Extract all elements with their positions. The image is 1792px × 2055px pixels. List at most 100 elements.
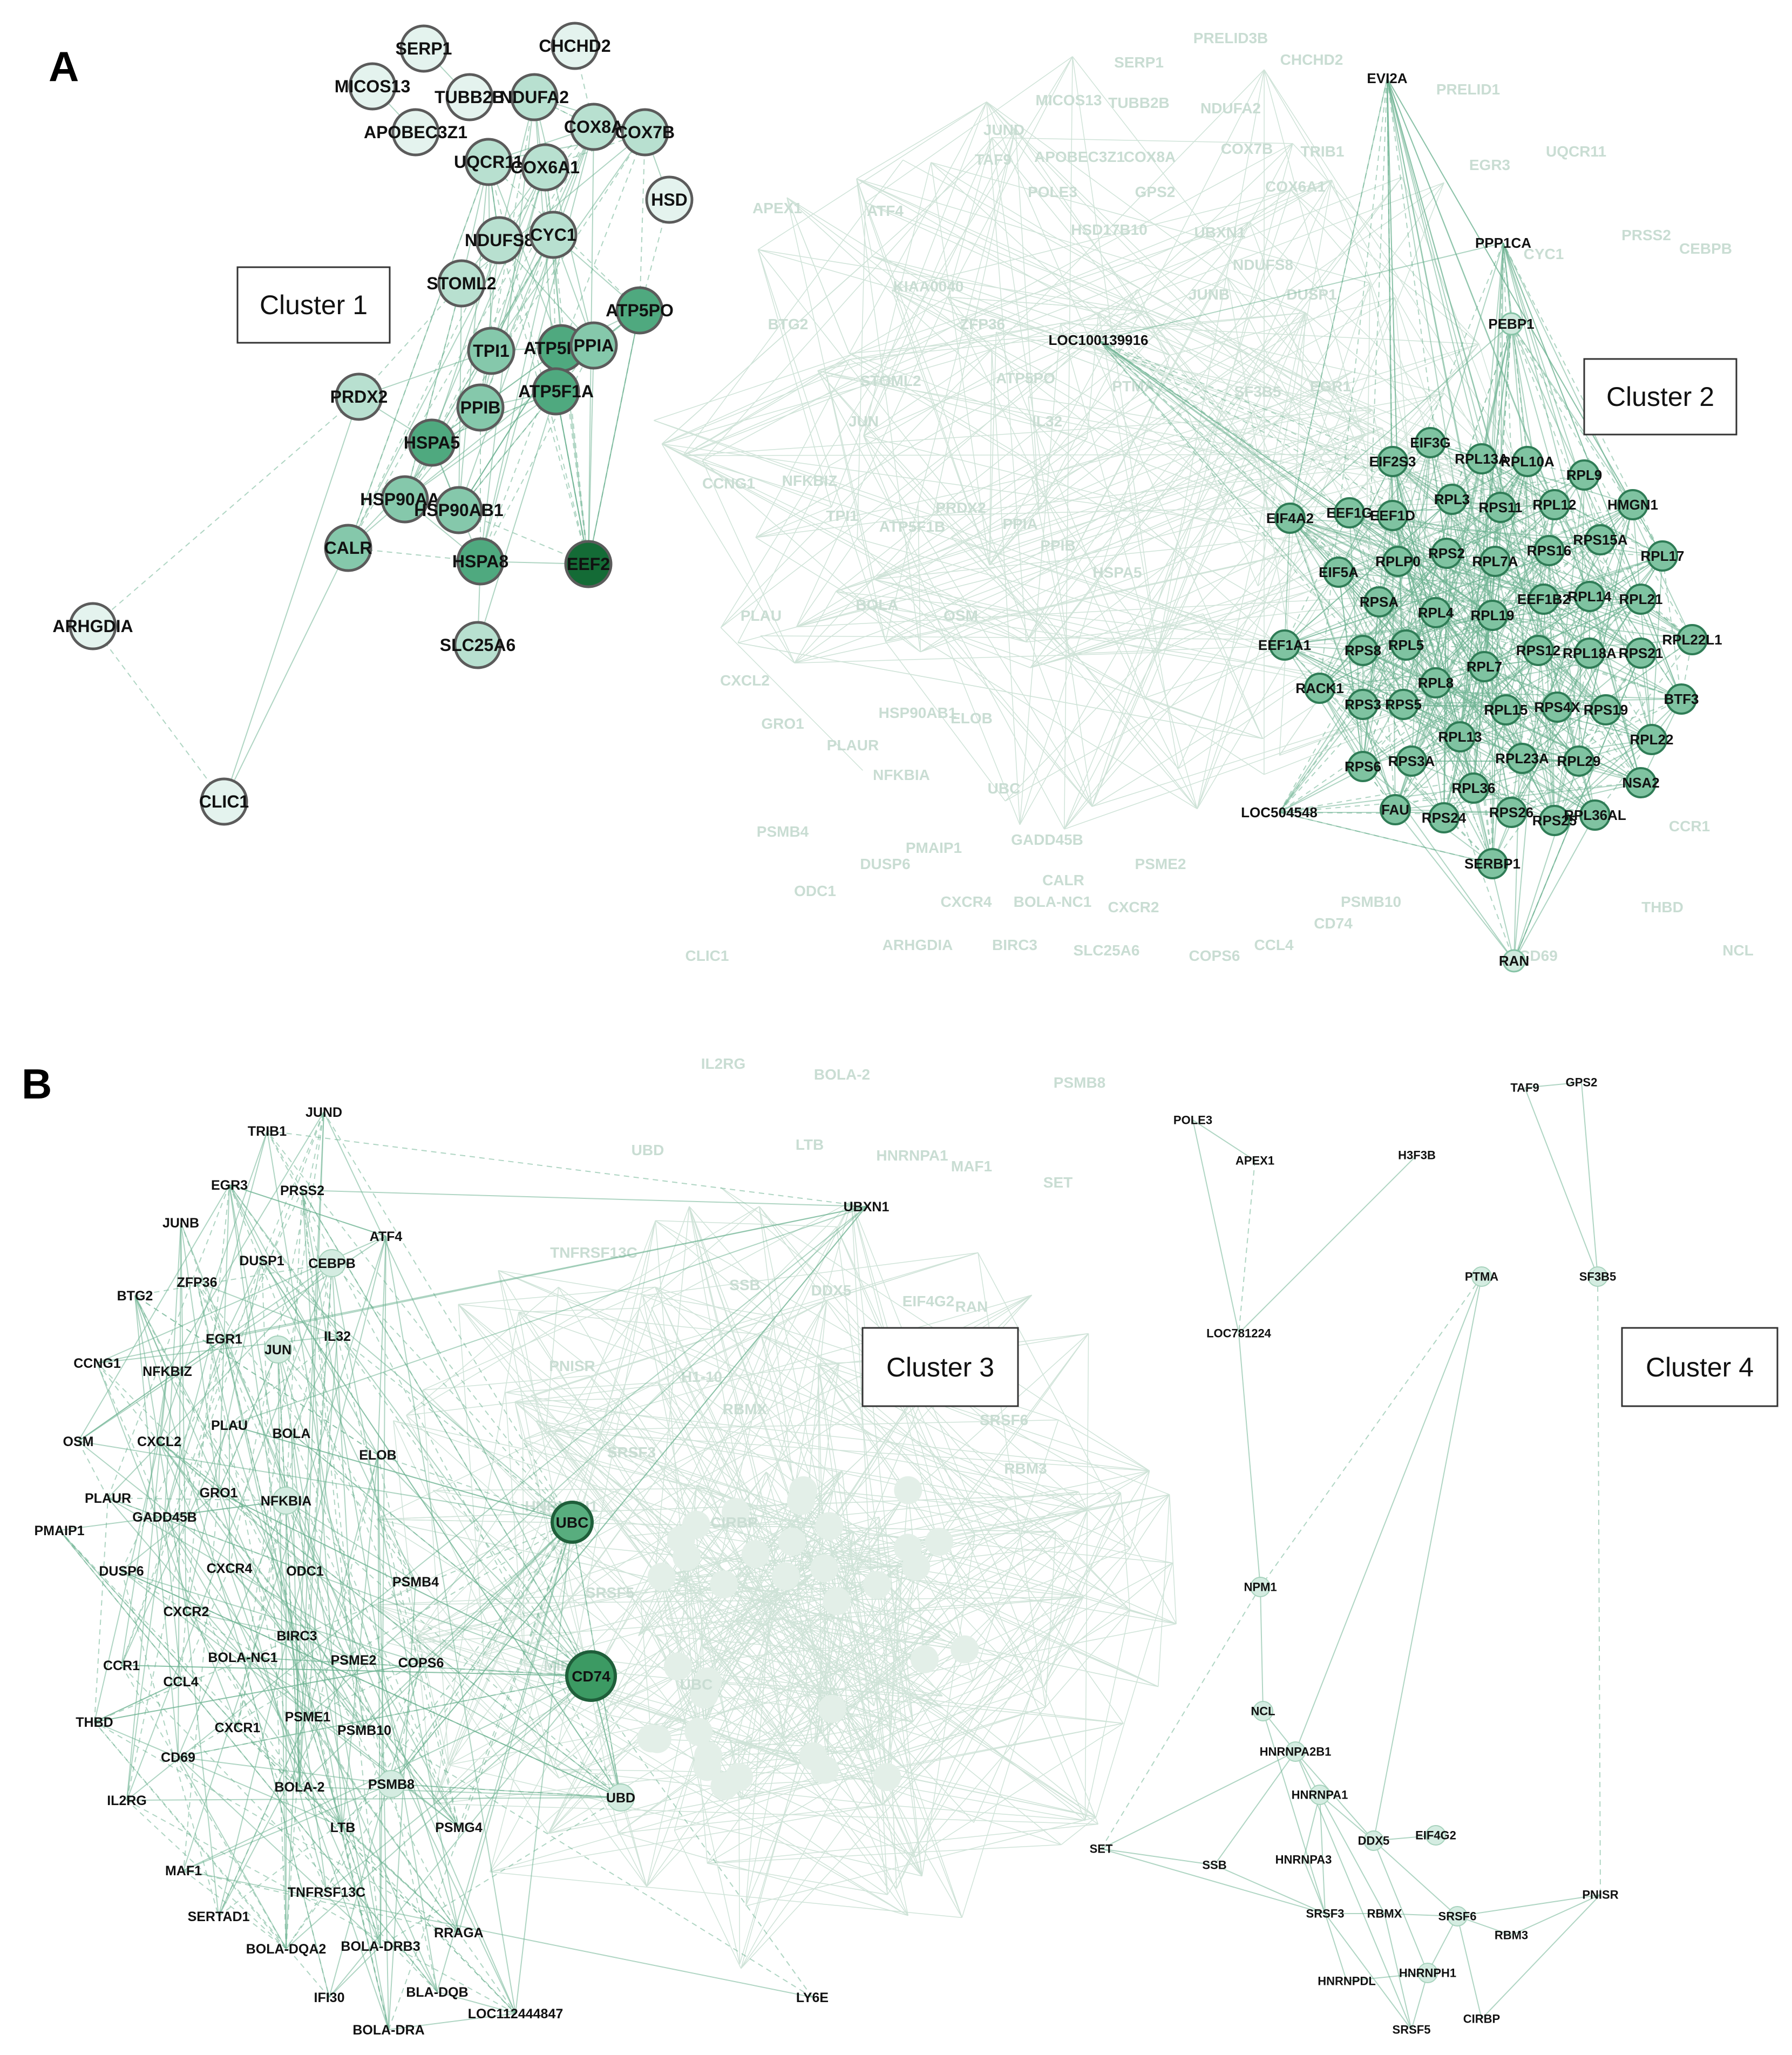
- node-arhgdia[interactable]: ARHGDIA: [52, 602, 133, 650]
- node-apex1[interactable]: APEX1: [1236, 1154, 1274, 1168]
- node-cebpb[interactable]: CEBPB: [308, 1249, 356, 1277]
- node-cxcl2[interactable]: CXCL2: [137, 1434, 181, 1449]
- node-ubxn1[interactable]: UBXN1: [844, 1199, 890, 1215]
- node-rpl23a[interactable]: RPL23A: [1495, 743, 1549, 774]
- node-serbp1[interactable]: SERBP1: [1464, 848, 1521, 879]
- node-ifi30[interactable]: IFI30: [314, 1990, 345, 2005]
- node-ccl4[interactable]: CCL4: [163, 1674, 198, 1690]
- node-ddx5[interactable]: DDX5: [1358, 1830, 1390, 1851]
- node-atf4[interactable]: ATF4: [370, 1229, 403, 1244]
- node-cops6[interactable]: COPS6: [398, 1656, 444, 1671]
- node-rack1[interactable]: RACK1: [1295, 673, 1344, 704]
- node-rplp0[interactable]: RPLP0: [1375, 546, 1421, 577]
- node-rpl36[interactable]: RPL36: [1452, 772, 1496, 804]
- node-osm[interactable]: OSM: [63, 1434, 94, 1449]
- node-ppib[interactable]: PPIB: [456, 383, 505, 432]
- node-rpl36al[interactable]: RPL36AL: [1564, 799, 1626, 831]
- node-bola-dra[interactable]: BOLA-DRA: [352, 2023, 424, 2038]
- node-h3f3b[interactable]: H3F3B: [1398, 1149, 1436, 1162]
- node-srsf3[interactable]: SRSF3: [1306, 1907, 1345, 1921]
- node-srsf5[interactable]: SRSF5: [1393, 2023, 1431, 2037]
- node-hnrnpa1[interactable]: HNRNPA1: [1292, 1785, 1348, 1805]
- node-pmaip1[interactable]: PMAIP1: [34, 1523, 84, 1538]
- node-sf3b5[interactable]: SF3B5: [1579, 1266, 1616, 1287]
- node-junb[interactable]: JUNB: [162, 1216, 199, 1231]
- node-clic1[interactable]: CLIC1: [199, 777, 249, 826]
- node-il32[interactable]: IL32: [324, 1329, 351, 1344]
- node-bola-2[interactable]: BOLA-2: [274, 1780, 324, 1795]
- node-plaur[interactable]: PLAUR: [85, 1491, 131, 1506]
- node-rpl29[interactable]: RPL29: [1557, 745, 1601, 777]
- node-cox7b[interactable]: COX7B: [615, 108, 675, 157]
- node-cyc1[interactable]: CYC1: [529, 211, 578, 259]
- node-btf3[interactable]: BTF3: [1664, 683, 1699, 715]
- node-psme1[interactable]: PSME1: [285, 1710, 331, 1725]
- node-hspa8[interactable]: HSPA8: [452, 537, 508, 586]
- node-eef1g[interactable]: EEF1G: [1326, 497, 1373, 528]
- node-trib1[interactable]: TRIB1: [248, 1124, 287, 1139]
- node-npm1[interactable]: NPM1: [1244, 1577, 1277, 1597]
- node-eef1a1[interactable]: EEF1A1: [1258, 629, 1311, 661]
- node-eif4a2[interactable]: EIF4A2: [1266, 503, 1314, 534]
- node-loc781224[interactable]: LOC781224: [1206, 1327, 1272, 1340]
- node-hnrnph1[interactable]: HNRNPH1: [1399, 1963, 1456, 1983]
- node-ncl[interactable]: NCL: [1251, 1701, 1275, 1721]
- node-rpl22l1[interactable]: RPL22L1: [1662, 624, 1722, 655]
- node-prss2[interactable]: PRSS2: [280, 1183, 324, 1198]
- node-ppp1ca[interactable]: PPP1CA: [1475, 235, 1531, 251]
- node-rpsa[interactable]: RPSA: [1360, 586, 1399, 618]
- node-rpl18a[interactable]: RPL18A: [1563, 637, 1617, 669]
- node-hnrnpdl[interactable]: HNRNPDL: [1318, 1975, 1376, 1988]
- node-rps21[interactable]: RPS21: [1619, 637, 1663, 669]
- node-tpi1[interactable]: TPI1: [467, 327, 515, 375]
- node-pebp1[interactable]: PEBP1: [1488, 312, 1535, 336]
- node-ptma[interactable]: PTMA: [1465, 1266, 1498, 1287]
- node-loc100139916[interactable]: LOC100139916: [1048, 332, 1148, 348]
- node-maf1[interactable]: MAF1: [165, 1863, 202, 1878]
- node-cirbp[interactable]: CIRBP: [1463, 2012, 1500, 2026]
- node-srsf6[interactable]: SRSF6: [1438, 1906, 1477, 1927]
- node-rpl3[interactable]: RPL3: [1434, 484, 1470, 515]
- node-rps24[interactable]: RPS24: [1422, 802, 1467, 833]
- node-eef1b2[interactable]: EEF1B2: [1517, 584, 1570, 615]
- node-rpl8[interactable]: RPL8: [1418, 667, 1454, 698]
- node-hspa5[interactable]: HSPA5: [404, 418, 460, 467]
- node-rps3a[interactable]: RPS3A: [1388, 745, 1435, 777]
- node-bola-nc1[interactable]: BOLA-NC1: [208, 1650, 277, 1665]
- node-odc1[interactable]: ODC1: [286, 1564, 324, 1579]
- node-eif4g2[interactable]: EIF4G2: [1415, 1825, 1456, 1846]
- node-rps8[interactable]: RPS8: [1345, 635, 1381, 666]
- node-nfkbia[interactable]: NFKBIA: [261, 1487, 311, 1515]
- node-rps11[interactable]: RPS11: [1479, 492, 1523, 523]
- node-thbd[interactable]: THBD: [76, 1715, 113, 1730]
- node-rpl14[interactable]: RPL14: [1568, 581, 1612, 612]
- node-ndufa2[interactable]: NDUFA2: [500, 73, 569, 121]
- node-atp5f1a[interactable]: ATP5F1A: [518, 367, 594, 416]
- node-egr3[interactable]: EGR3: [211, 1178, 248, 1193]
- node-prdx2[interactable]: PRDX2: [330, 372, 388, 421]
- node-ccng1[interactable]: CCNG1: [73, 1356, 121, 1371]
- node-tubb2b[interactable]: TUBB2B: [435, 73, 505, 121]
- node-gps2[interactable]: GPS2: [1566, 1076, 1598, 1089]
- node-dusp1[interactable]: DUSP1: [239, 1253, 284, 1269]
- node-rpl21[interactable]: RPL21: [1619, 584, 1663, 615]
- node-rpl9[interactable]: RPL9: [1566, 459, 1602, 491]
- node-ubd[interactable]: UBD: [606, 1783, 635, 1812]
- node-rps25[interactable]: RPS25: [1532, 805, 1577, 836]
- node-rps3[interactable]: RPS3: [1345, 689, 1381, 720]
- node-rpl7a[interactable]: RPL7A: [1472, 546, 1518, 577]
- node-rpl15[interactable]: RPL15: [1484, 694, 1528, 725]
- node-rpl4[interactable]: RPL4: [1418, 597, 1454, 628]
- node-rpl12[interactable]: RPL12: [1533, 489, 1577, 520]
- node-nsa2[interactable]: NSA2: [1622, 767, 1660, 798]
- node-bola[interactable]: BOLA: [273, 1426, 311, 1441]
- node-jund[interactable]: JUND: [306, 1105, 342, 1120]
- node-stoml2[interactable]: STOML2: [426, 259, 497, 308]
- node-rps4x[interactable]: RPS4X: [1534, 691, 1580, 723]
- node-gro1[interactable]: GRO1: [200, 1486, 238, 1501]
- node-eif3g[interactable]: EIF3G: [1410, 427, 1451, 458]
- node-rps2[interactable]: RPS2: [1428, 538, 1465, 569]
- node-gadd45b[interactable]: GADD45B: [132, 1510, 196, 1525]
- node-rpl10a[interactable]: RPL10A: [1501, 446, 1555, 477]
- node-rps15a[interactable]: RPS15A: [1573, 524, 1628, 555]
